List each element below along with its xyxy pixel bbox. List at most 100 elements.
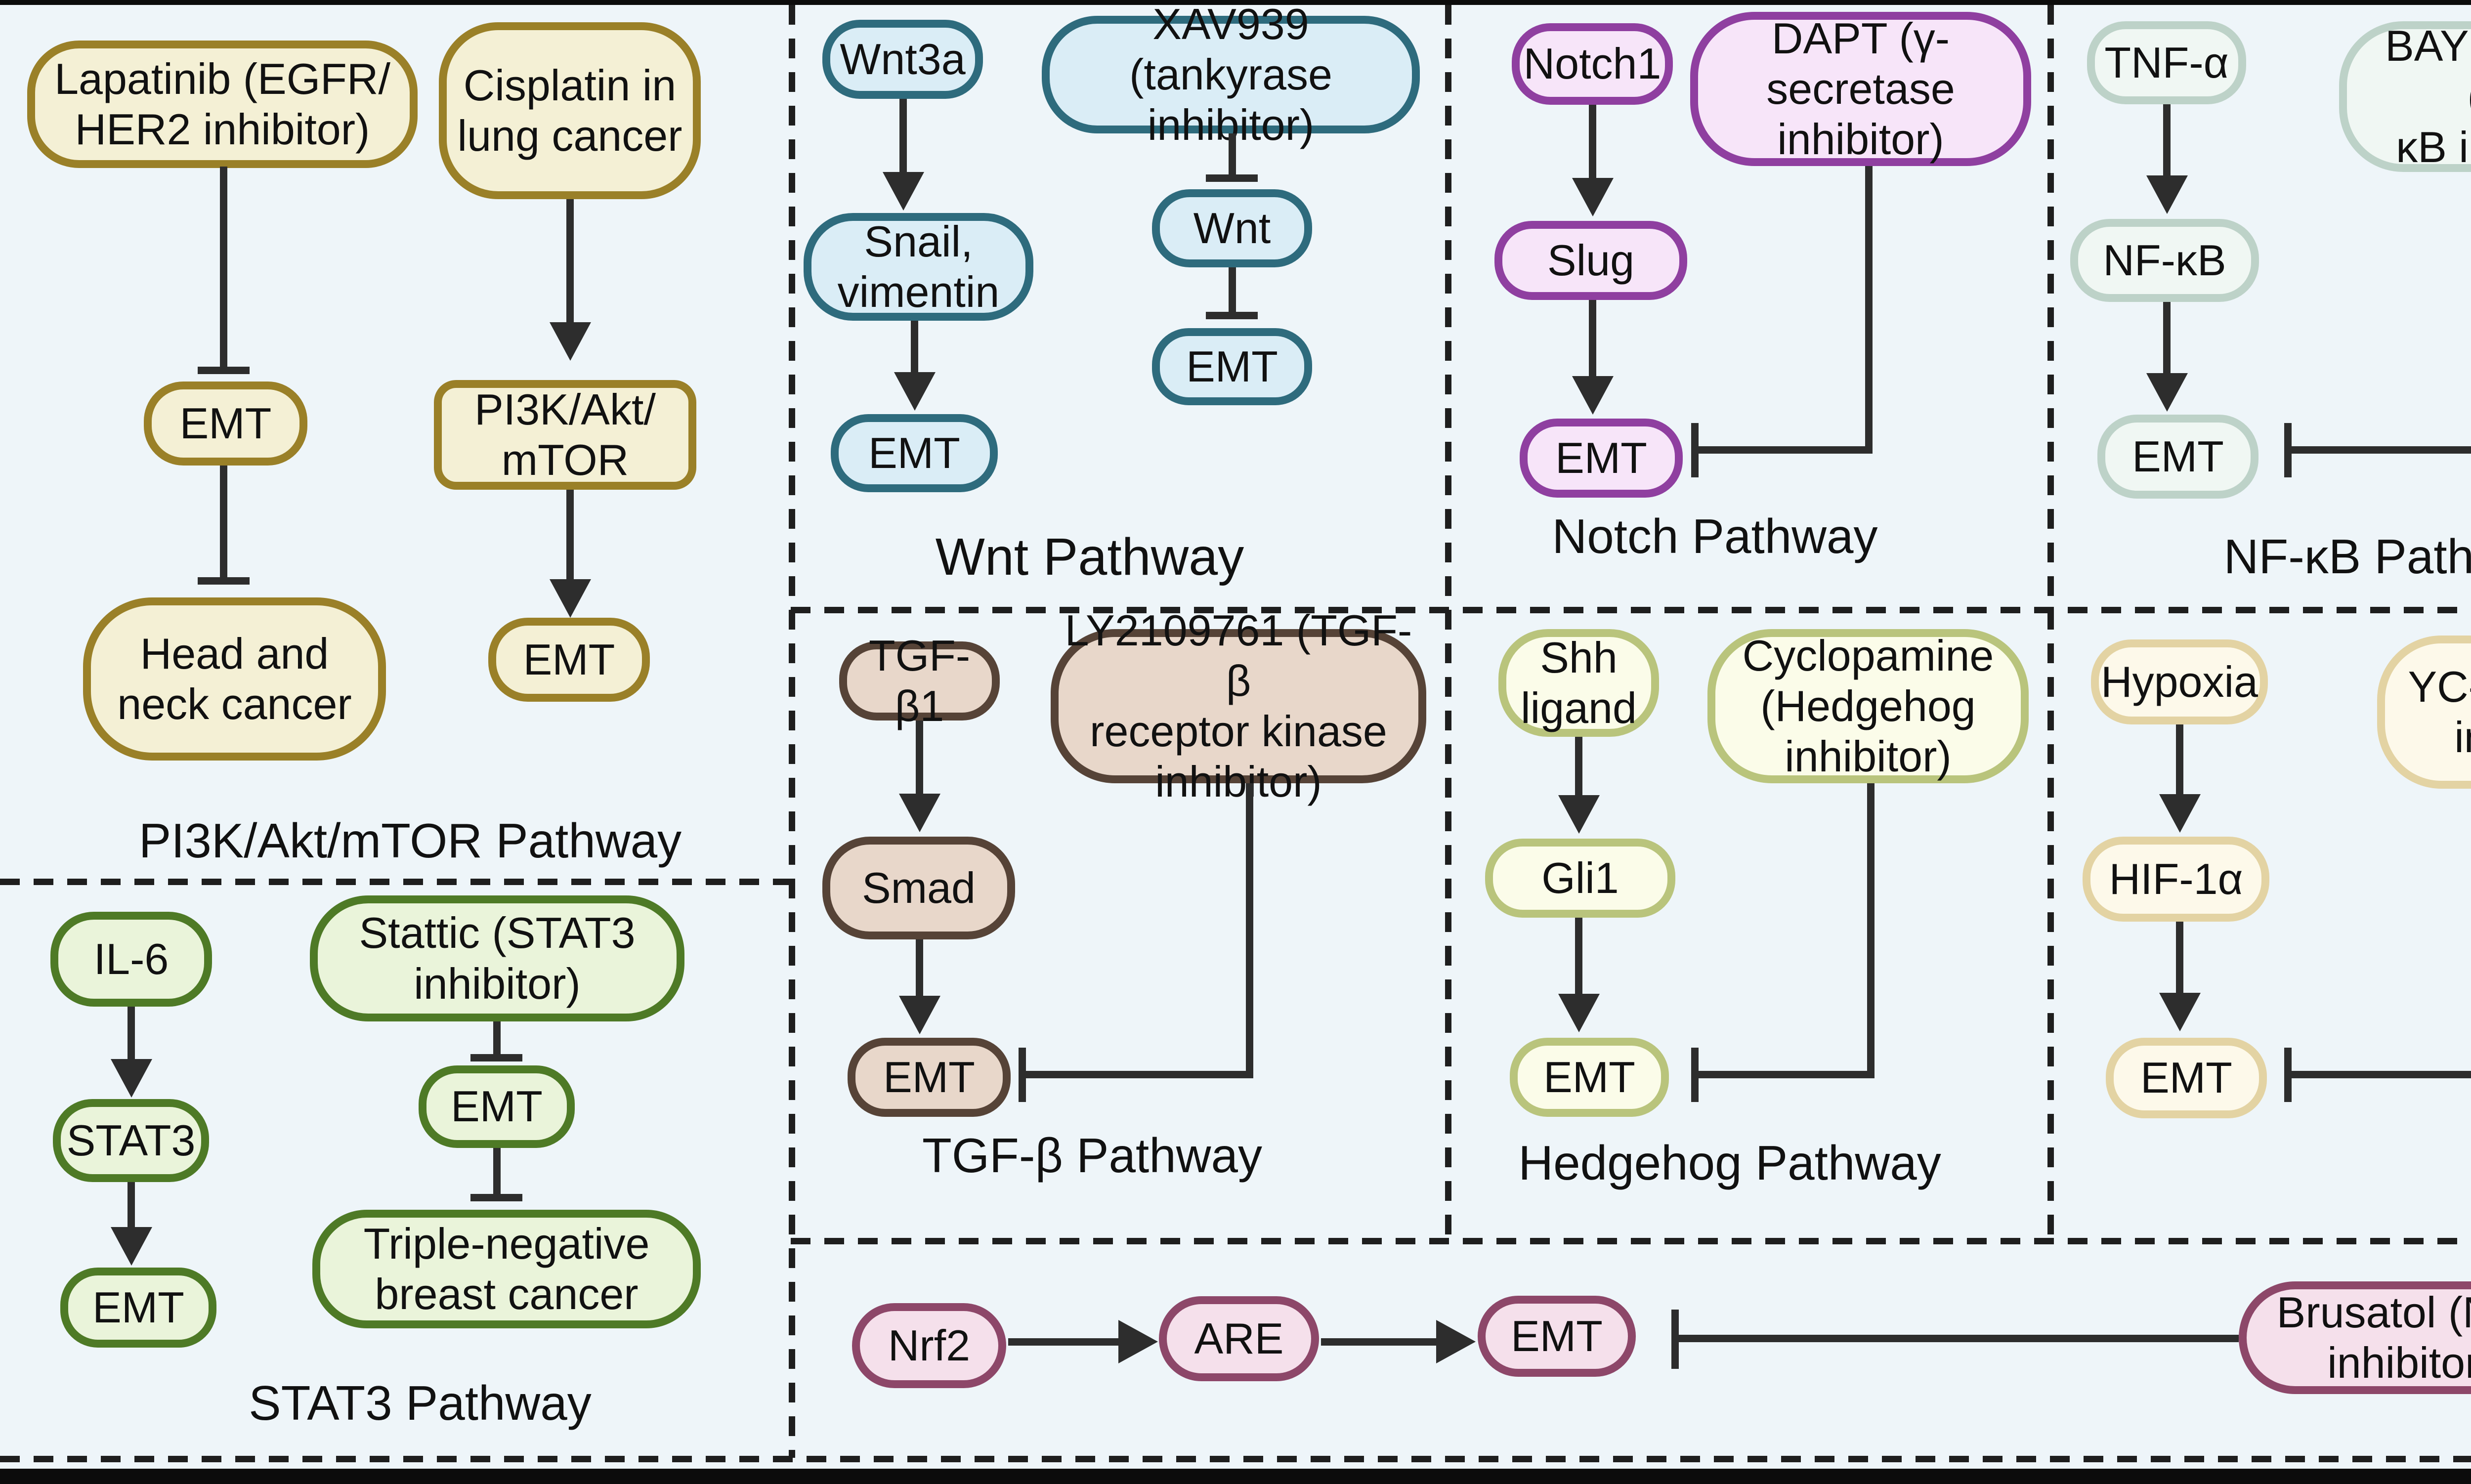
arrow-shh-gli1-line	[1575, 737, 1582, 797]
panel-title-tgfb: TGF-β Pathway	[922, 1128, 1263, 1183]
separator-left-column	[789, 5, 795, 1458]
node-gli1: Gli1	[1485, 839, 1675, 918]
arrow-tnfa-nfkb-head	[2146, 175, 2188, 214]
separator-nrf2-row	[791, 1238, 2471, 1244]
arrow-slug-emt-line	[1589, 300, 1596, 378]
inhibit-ly-emt-vline	[1246, 783, 1253, 1078]
inhibit-lapatinib-emt-line	[220, 167, 227, 368]
separator-right-column	[2047, 5, 2054, 1238]
inhibit-cyclopamine-emt-cap	[1691, 1048, 1699, 1102]
panel-title-hedgehog: Hedgehog Pathway	[1518, 1136, 1941, 1190]
arrow-stat3-emt-head	[111, 1227, 152, 1266]
arrow-notch1-slug-head	[1572, 178, 1614, 216]
inhibit-stattic-emt-cap	[470, 1054, 522, 1061]
node-hif1a: HIF-1α	[2083, 837, 2269, 922]
arrow-slug-emt-head	[1572, 376, 1614, 415]
node-xav939: XAV939 (tankyrase inhibitor)	[1042, 0, 1420, 149]
node-bay-11-7082: BAY 11-7082 (NF- κB inhibitor)	[2339, 21, 2471, 172]
arrow-are-emt-line	[1321, 1338, 1440, 1346]
node-emt-stat3-inhibited: EMT	[419, 1065, 575, 1148]
node-nfkb: NF-κB	[2070, 219, 2259, 302]
arrow-nrf2-are-line	[1008, 1338, 1122, 1346]
node-wnt: Wnt	[1152, 189, 1312, 267]
node-hypoxia: Hypoxia	[2091, 639, 2268, 724]
node-dapt: DAPT (γ- secretase inhibitor)	[1690, 12, 2031, 166]
inhibit-ly-emt-cap	[1019, 1048, 1026, 1102]
top-border-line	[0, 0, 2471, 5]
node-emt-wnt-left: EMT	[831, 414, 998, 492]
arrow-nrf2-are-head	[1118, 1320, 1158, 1363]
node-emt-hif: EMT	[2106, 1038, 2267, 1118]
inhibit-bay-emt-hline	[2292, 446, 2471, 454]
node-triple-negative-breast-cancer: Triple-negative breast cancer	[312, 1210, 701, 1328]
separator-left-row	[0, 879, 791, 885]
inhibit-dapt-emt-hline	[1699, 446, 1873, 454]
node-pi3k-akt-mtor: PI3K/Akt/ mTOR	[434, 380, 696, 490]
arrow-notch1-slug-line	[1589, 105, 1596, 180]
inhibit-yc1-emt-hline	[2292, 1071, 2471, 1078]
inhibit-stattic-emt-line	[493, 1021, 501, 1055]
node-cisplatin: Cisplatin in lung cancer	[439, 22, 701, 199]
separator-mid-column	[1445, 5, 1451, 1238]
arrow-smad-emt-line	[916, 939, 923, 998]
node-head-neck-cancer: Head and neck cancer	[83, 597, 386, 761]
node-ly2109761: LY2109761 (TGF-β receptor kinase inhibit…	[1051, 606, 1426, 806]
inhibit-emt-headneck-cap	[198, 577, 250, 585]
node-yc1: YC-1 (HIF-1α inhibitor)	[2377, 636, 2471, 789]
inhibit-ly-emt-hline	[1026, 1071, 1253, 1078]
node-emt-notch: EMT	[1520, 419, 1683, 498]
node-lapatinib: Lapatinib (EGFR/ HER2 inhibitor)	[27, 41, 418, 168]
arrow-nfkb-emt-head	[2146, 373, 2188, 412]
node-smad: Smad	[822, 837, 1015, 939]
arrow-hif1a-emt-line	[2176, 922, 2183, 995]
node-tgfb1: TGF-β1	[839, 631, 1000, 730]
arrow-snail-emt-line	[911, 321, 918, 374]
node-emt-pi3k-left: EMT	[144, 382, 307, 466]
arrow-hif1a-emt-head	[2159, 993, 2201, 1031]
arrow-cisplatin-pi3k-head	[550, 322, 591, 361]
node-tnfa: TNF-α	[2087, 21, 2246, 104]
arrow-stat3-emt-line	[128, 1182, 135, 1229]
arrow-hypoxia-hif1a-line	[2176, 724, 2183, 796]
inhibit-cyclopamine-emt-vline	[1867, 783, 1875, 1078]
node-stattic: Stattic (STAT3 inhibitor)	[310, 895, 684, 1021]
arrow-gli1-emt-line	[1575, 918, 1582, 996]
bottom-border-bar	[0, 1469, 2471, 1484]
node-cyclopamine: Cyclopamine (Hedgehog inhibitor)	[1707, 629, 2029, 783]
separator-bottom-row	[0, 1456, 2471, 1462]
arrow-are-emt-head	[1436, 1320, 1476, 1363]
panel-title-wnt: Wnt Pathway	[935, 528, 1244, 586]
inhibit-wnt-emt-cap	[1206, 312, 1258, 319]
arrow-tgfb1-smad-head	[899, 794, 940, 832]
panel-title-pi3k: PI3K/Akt/mTOR Pathway	[138, 813, 682, 868]
node-brusatol: Brusatol (Nrf2 inhibitor)	[2239, 1281, 2471, 1394]
inhibit-brusatol-emt-hline	[1679, 1335, 2239, 1342]
inhibit-dapt-emt-vline	[1865, 166, 1873, 454]
node-wnt3a: Wnt3a	[822, 20, 983, 99]
inhibit-brusatol-emt-cap	[1671, 1310, 1679, 1369]
node-emt-tgfb: EMT	[848, 1038, 1011, 1117]
node-nrf2: Nrf2	[852, 1303, 1006, 1388]
inhibit-xav939-wnt-line	[1229, 133, 1236, 175]
arrow-wnt3a-snail-line	[899, 99, 907, 174]
arrow-nfkb-emt-line	[2163, 302, 2171, 375]
node-emt-pi3k-right: EMT	[488, 618, 650, 702]
inhibit-emt-tnbc-line	[493, 1148, 501, 1195]
arrow-snail-emt-head	[894, 372, 936, 411]
inhibit-emt-tnbc-cap	[470, 1194, 522, 1201]
inhibit-yc1-emt-cap	[2284, 1048, 2292, 1102]
node-slug: Slug	[1494, 221, 1687, 300]
node-emt-nfkb: EMT	[2097, 415, 2258, 499]
arrow-gli1-emt-head	[1558, 994, 1600, 1032]
separator-mid-row	[791, 607, 2471, 613]
inhibit-wnt-emt-line	[1229, 267, 1236, 313]
arrow-smad-emt-head	[899, 996, 940, 1034]
node-stat3: STAT3	[53, 1099, 209, 1182]
arrow-il6-stat3-head	[111, 1059, 152, 1098]
arrow-cisplatin-pi3k-line	[566, 199, 574, 325]
node-are: ARE	[1159, 1296, 1319, 1381]
arrow-pi3k-emt-head	[550, 579, 591, 618]
panel-title-nfkb: NF-κB Pathway	[2223, 529, 2471, 584]
panel-title-stat3: STAT3 Pathway	[249, 1376, 592, 1430]
